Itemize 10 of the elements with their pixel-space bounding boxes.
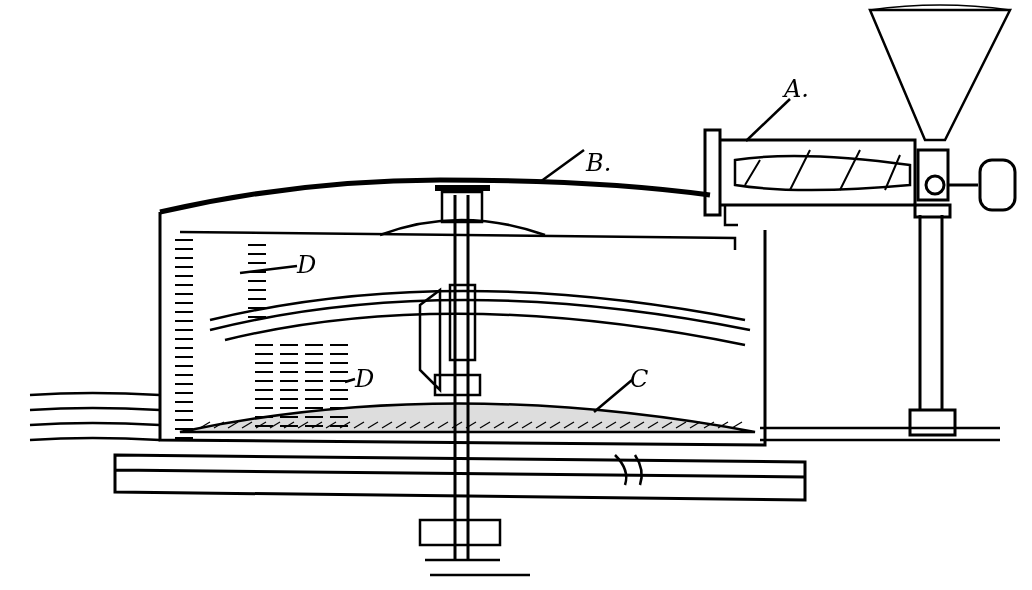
- leader-line: [539, 149, 585, 183]
- leader-line: [239, 264, 298, 275]
- leader-line: [745, 98, 791, 142]
- part-label: A.: [784, 76, 809, 102]
- leader-line: [344, 377, 356, 384]
- leader-line: [593, 379, 633, 413]
- part-label: D: [297, 252, 317, 278]
- part-label: D: [355, 366, 375, 392]
- part-label: B.: [586, 150, 612, 176]
- part-label: C: [630, 366, 649, 392]
